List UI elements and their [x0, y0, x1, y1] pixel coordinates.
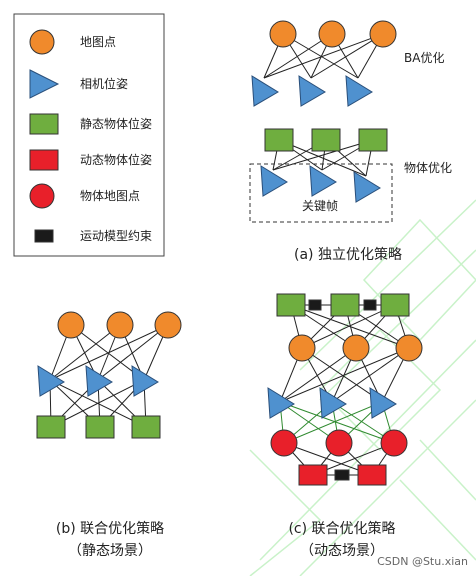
panel-c-edge [279, 347, 357, 403]
panel-c-dynamic-object-pose [298, 464, 328, 486]
panel-a-map-point [369, 20, 397, 48]
panel-a-keyframe-pose [353, 171, 381, 203]
panel-b-static-object-pose [36, 415, 66, 439]
legend-label: 相机位姿 [80, 76, 128, 91]
panel-c-static-object-pose [330, 293, 360, 317]
panel-c-object-edge [283, 442, 373, 476]
blue-triangle-icon [29, 69, 60, 99]
panel-a-edge [282, 33, 359, 79]
panel-b-map-point [106, 311, 134, 339]
panel-b-camera-pose [131, 365, 159, 397]
panel-a-keyframe-label: 关键帧 [302, 199, 338, 213]
red-square-icon [29, 149, 59, 171]
panel-c-static-object-pose [276, 293, 306, 317]
panel-b-object-edge [50, 379, 145, 428]
panel-a-edge [310, 33, 384, 79]
red-circle-icon [29, 183, 55, 209]
panel-c-map-point [395, 334, 423, 362]
panel-c-camera-pose [319, 387, 347, 419]
black-box-icon [34, 229, 54, 243]
panel-b-map-point [154, 311, 182, 339]
panel-c-static-edge [301, 304, 396, 349]
panel-c-object-map-point [325, 429, 353, 457]
panel-c-camera-pose [369, 387, 397, 419]
panel-c-dynamic-edge [279, 401, 395, 444]
panel-b-caption-line2: （静态场景） [68, 543, 152, 559]
panel-a-static-object-pose [264, 128, 294, 152]
panel-a-edge [263, 33, 384, 79]
panel-a-map-point [269, 20, 297, 48]
panel-a-camera-pose [298, 75, 326, 107]
panel-a-object-edge [272, 139, 374, 171]
orange-circle-icon [29, 29, 55, 55]
panel-b-static-object-pose [131, 415, 161, 439]
panel-c-dynamic-edge [283, 401, 383, 444]
panel-a-keyframe-pose [309, 165, 337, 197]
keyframe-box [249, 163, 393, 223]
panel-c-map-point [342, 334, 370, 362]
panel-a-static-object-pose [358, 128, 388, 152]
panel-c-edge [279, 347, 410, 403]
legend-box [13, 13, 165, 257]
panel-c-motion-constraint [308, 299, 322, 311]
panel-a-camera-pose [345, 75, 373, 107]
panel-b-edge [97, 324, 169, 381]
panel-a-ba-label: BA优化 [404, 51, 444, 65]
panel-b-camera-pose [85, 365, 113, 397]
panel-c-static-object-pose [380, 293, 410, 317]
panel-b-static-object-pose [85, 415, 115, 439]
panel-c-motion-constraint [334, 469, 350, 481]
legend-label: 物体地图点 [80, 189, 140, 203]
panel-b-map-point [57, 311, 85, 339]
panel-a-caption: (a) 独立优化策略 [294, 247, 402, 263]
panel-c-edge [331, 347, 410, 403]
panel-a-camera-pose [251, 75, 279, 107]
csdn-watermark: CSDN @Stu.xian [377, 555, 468, 568]
legend-label: 静态物体位姿 [80, 116, 152, 131]
panel-b-edge [49, 324, 169, 381]
panel-b-camera-pose [37, 365, 65, 397]
panel-b-caption-line1: (b) 联合优化策略 [55, 521, 165, 537]
legend-label: 运动模型约束 [80, 228, 152, 243]
legend-label: 地图点 [80, 35, 116, 49]
panel-c-camera-pose [267, 387, 295, 419]
panel-a-map-point [318, 20, 346, 48]
panel-a-object-label: 物体优化 [404, 161, 452, 175]
panel-b-edge [49, 324, 121, 381]
panel-c-dynamic-object-pose [357, 464, 387, 486]
panel-a-static-object-pose [311, 128, 341, 152]
panel-c-map-point [288, 334, 316, 362]
panel-c-object-map-point [380, 429, 408, 457]
panel-c-edge [301, 347, 383, 403]
panel-c-caption-line1: (c) 联合优化策略 [288, 521, 396, 537]
green-square-icon [29, 113, 59, 135]
panel-a-keyframe-pose [260, 165, 288, 197]
legend-label: 动态物体位姿 [80, 152, 152, 167]
panel-c-object-map-point [270, 429, 298, 457]
panel-c-motion-constraint [363, 299, 377, 311]
panel-c-caption-line2: （动态场景） [300, 543, 384, 559]
